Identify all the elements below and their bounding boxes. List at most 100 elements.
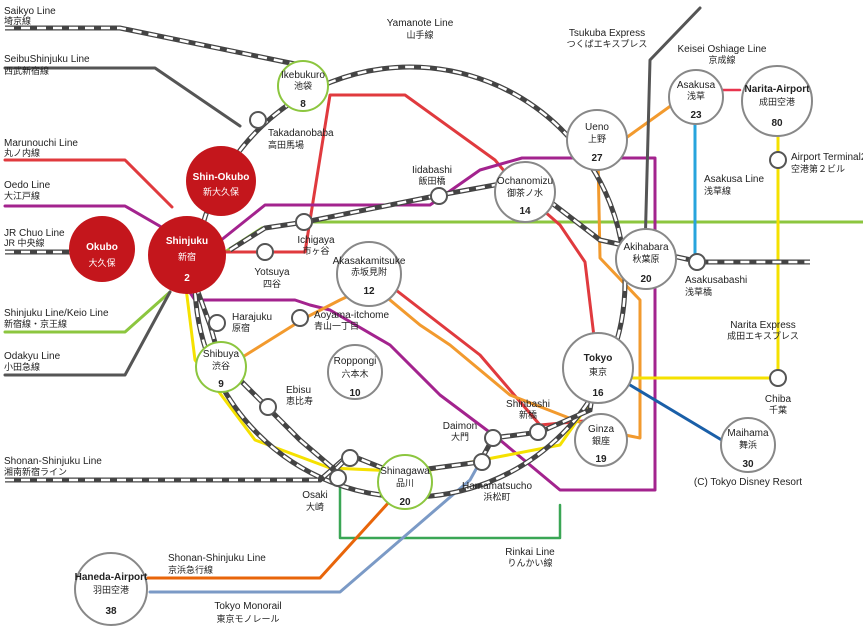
seibu-line-label: SeibuShinjuku Line [4, 54, 90, 65]
station-name: Ochanomizu [497, 176, 553, 187]
station-asakusabashi-dot[interactable] [688, 253, 706, 271]
station-number: 12 [363, 286, 375, 297]
station-asakusa[interactable]: Asakusa 浅草 23 [668, 69, 724, 125]
daimon-label-jp: 大門 [451, 431, 469, 442]
station-akasakamitsuke[interactable]: Akasakamitsuke 赤坂見附 12 [333, 241, 406, 307]
oedo-line-label: Oedo Line [4, 180, 51, 191]
station-number: 8 [300, 99, 306, 110]
station-takadanobaba-dot[interactable] [249, 111, 267, 129]
station-hamamatsucho-dot[interactable] [473, 453, 491, 471]
iidabashi-label: Iidabashi [412, 165, 452, 176]
oedo-line-route [3, 204, 172, 234]
jr-chuo-line-label: JR Chuo Line [4, 228, 65, 239]
keikyu-line-label-jp: 京浜急行線 [168, 564, 213, 575]
rinkai-line-route [338, 476, 562, 540]
station-name: Haneda-Airport [75, 572, 148, 583]
shin-okubo-marker [186, 146, 256, 216]
chiba-label-jp: 千葉 [769, 404, 787, 415]
asakusa-line-label: Asakusa Line [704, 174, 764, 185]
station-shinagawa[interactable]: Shinagawa 品川 20 [377, 454, 433, 510]
haneda-marker [74, 552, 148, 626]
saikyo-line-label: Saikyo Line [4, 6, 56, 17]
rinkai-line-label: Rinkai Line [505, 547, 555, 558]
station-shinjuku[interactable]: Shinjuku 新宿 2 [148, 216, 226, 294]
station-osaki-dot-2[interactable] [341, 449, 359, 467]
station-roppongi[interactable]: Roppongi 六本木 10 [327, 344, 383, 400]
station-ichigaya-dot[interactable] [295, 213, 313, 231]
oedo-line-route-2 [183, 156, 657, 492]
station-maihama[interactable]: Maihama 舞浜 30 [720, 417, 776, 473]
keisei-line-label-jp: 京成線 [708, 54, 735, 65]
tsukuba-line-label-jp: つくばエキスプレス [567, 39, 648, 49]
station-ochanomizu[interactable]: Ochanomizu 御茶ノ水 14 [494, 161, 556, 223]
line-labels: Saikyo Line 埼京線 SeibuShinjuku Line 西武新宿線… [4, 6, 799, 624]
airport-t2-label: Airport Terminal2 [791, 152, 863, 163]
station-number: 19 [595, 454, 607, 465]
akasakamitsuke-marker [336, 241, 402, 307]
monorail-line-route [148, 460, 482, 594]
harajuku-label-jp: 原宿 [232, 322, 250, 333]
station-haneda-airport[interactable]: Haneda-Airport 羽田空港 38 [74, 552, 148, 626]
yamanote-loop [192, 64, 628, 500]
station-jp: 浅草 [687, 90, 705, 101]
takadanobaba-label: Takadanobaba [268, 128, 334, 139]
station-osaki-dot[interactable] [329, 469, 347, 487]
yamanote-line-label: Yamanote Line [387, 18, 454, 29]
station-narita-airport[interactable]: Narita-Airport 成田空港 80 [741, 65, 813, 137]
yotsuya-label-jp: 四谷 [263, 279, 281, 289]
odakyu-line-route [3, 290, 172, 377]
station-name: Shinjuku [166, 236, 208, 247]
daimon-label: Daimon [443, 421, 477, 432]
hamamatsucho-label-jp: 浜松町 [483, 491, 510, 502]
station-okubo[interactable]: Okubo 大久保 [69, 216, 135, 282]
aoyama-label: Aoyama-itchome [314, 310, 389, 321]
station-jp: 羽田空港 [93, 584, 129, 595]
ikebukuro-marker [277, 60, 329, 112]
station-name: Akihabara [623, 242, 668, 253]
station-airport-t2-dot[interactable] [769, 151, 787, 169]
station-name: Asakusa [677, 80, 716, 91]
station-yotsuya-dot[interactable] [256, 243, 274, 261]
station-harajuku-dot[interactable] [208, 314, 226, 332]
airport-t2-label-jp: 空港第２ビル [791, 163, 845, 174]
station-shin-okubo[interactable]: Shin-Okubo 新大久保 [186, 146, 256, 216]
iidabashi-label-jp: 飯田橋 [418, 175, 445, 186]
station-name: Shibuya [203, 349, 240, 360]
route-lines [3, 6, 863, 594]
station-ginza[interactable]: Ginza 銀座 19 [574, 413, 628, 467]
station-labels: Takadanobaba 高田馬場 Iidabashi 飯田橋 Ichigaya… [232, 128, 863, 512]
ichigaya-label-jp: 市ヶ谷 [302, 245, 329, 256]
odakyu-line-label: Odakyu Line [4, 351, 61, 362]
station-shibuya[interactable]: Shibuya 渋谷 9 [195, 341, 247, 393]
station-iidabashi-dot[interactable] [430, 187, 448, 205]
ichigaya-label: Ichigaya [297, 235, 335, 246]
station-jp: 新大久保 [203, 186, 239, 197]
ueno-marker [566, 109, 628, 171]
roppongi-marker [327, 344, 383, 400]
narita-marker [741, 65, 813, 137]
keiyo-line-route [628, 383, 732, 447]
station-jp: 上野 [588, 134, 606, 144]
keisei-line-label: Keisei Oshiage Line [678, 44, 767, 55]
station-jp: 大久保 [88, 257, 115, 268]
station-tokyo[interactable]: Tokyo 東京 16 [562, 332, 634, 404]
station-chiba-dot[interactable] [769, 369, 787, 387]
station-ueno[interactable]: Ueno 上野 27 [566, 109, 628, 171]
station-ikebukuro[interactable]: Ikebukuro 池袋 8 [277, 60, 329, 112]
station-name: Roppongi [334, 356, 377, 367]
station-aoyama-dot[interactable] [291, 309, 309, 327]
station-jp: 赤坂見附 [351, 266, 387, 277]
aoyama-label-jp: 青山一丁目 [314, 320, 359, 331]
station-number: 20 [640, 274, 652, 285]
station-daimon-dot[interactable] [484, 429, 502, 447]
station-shinbashi-dot[interactable] [529, 423, 547, 441]
station-akihabara[interactable]: Akihabara 秋葉原 20 [615, 228, 677, 290]
ginza-marker [574, 413, 628, 467]
narita-express-label-jp: 成田エキスプレス [727, 330, 799, 341]
ochanomizu-marker [494, 161, 556, 223]
odakyu-line-label-jp: 小田急線 [4, 361, 40, 372]
station-ebisu-dot[interactable] [259, 398, 277, 416]
station-number: 27 [591, 153, 603, 164]
monorail-line-label-jp: 東京モノレール [216, 613, 279, 624]
